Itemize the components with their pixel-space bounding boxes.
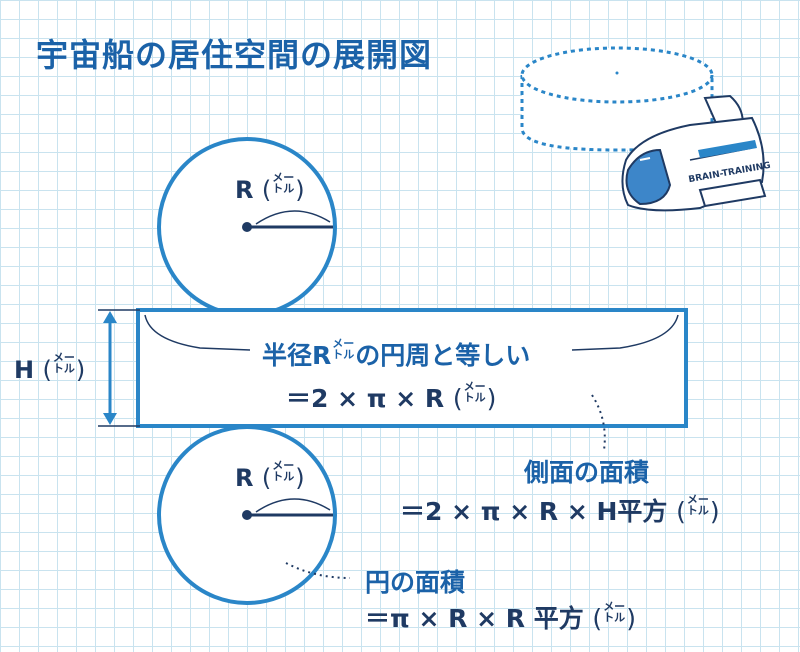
circumference-text-a: 半径R xyxy=(262,341,332,370)
height-paren-open: ( xyxy=(42,356,52,384)
bottom-paren-close: ) xyxy=(295,464,305,492)
bottom-radius-arc xyxy=(255,498,331,513)
side-area-paren-close: ) xyxy=(709,497,720,526)
height-unit: メートル xyxy=(53,352,75,374)
circumference-brace xyxy=(144,314,251,351)
bottom-center-dot xyxy=(242,510,252,520)
circumference-paren-close: ) xyxy=(486,384,497,413)
top-radius-letter: R xyxy=(235,176,254,204)
side-rectangle xyxy=(136,308,688,428)
bottom-paren-open: ( xyxy=(261,464,272,492)
circumference-unit-top: メー xyxy=(463,380,486,393)
side-area-unit-top: メー xyxy=(686,493,709,506)
top-paren-close: ) xyxy=(295,176,305,204)
spaceship-illustration xyxy=(621,94,767,212)
side-area-label: 側面の面積 xyxy=(524,458,650,487)
circumference-unit-bottom: トル xyxy=(463,391,486,404)
page-title: 宇宙船の居住空間の展開図 xyxy=(36,36,433,74)
bottom-unit-top: メー xyxy=(272,459,295,472)
top-radius-label: R (メートル) xyxy=(235,172,305,204)
circumference-paren-open: ( xyxy=(452,384,463,413)
circumference-ruby-bottom: トル xyxy=(332,348,355,361)
top-unit-top: メー xyxy=(272,171,295,184)
height-arrow-down xyxy=(103,413,117,425)
height-paren-close: ) xyxy=(75,356,86,384)
circle-area-unit-bottom: トル xyxy=(603,611,626,624)
side-area-unit-bottom: トル xyxy=(686,504,709,517)
top-unit-bottom: トル xyxy=(272,182,295,195)
circumference-unit: メートル xyxy=(464,381,486,403)
top-unit: メートル xyxy=(272,172,294,194)
circumference-text: 半径Rメートルの円周と等しい xyxy=(262,336,530,372)
circle-area-label: 円の面積 xyxy=(365,568,466,597)
bottom-radius-label: R (メートル) xyxy=(235,460,305,492)
top-radius-arc xyxy=(255,210,331,225)
height-arrow-up xyxy=(103,311,117,323)
circumference-ruby-top: メー xyxy=(332,337,355,350)
top-center-dot xyxy=(242,222,252,232)
circle-area-leader xyxy=(285,562,351,579)
side-area-formula: ＝2 × π × R × H平方 (メートル) xyxy=(400,492,720,528)
circle-area-formula-text: ＝π × R × R 平方 xyxy=(365,604,584,633)
circumference-formula: ＝2 × π × R (メートル) xyxy=(286,379,496,415)
top-paren-open: ( xyxy=(261,176,272,204)
circle-area-paren-open: ( xyxy=(592,604,603,633)
height-unit-top: メー xyxy=(52,351,75,364)
circle-area-unit-top: メー xyxy=(603,600,626,613)
height-unit-bottom: トル xyxy=(52,362,75,375)
bottom-unit-bottom: トル xyxy=(272,470,295,483)
circumference-brace-right xyxy=(571,314,679,351)
circle-area-paren-close: ) xyxy=(626,604,636,633)
circumference-ruby: メートル xyxy=(332,338,354,360)
side-area-paren-open: ( xyxy=(676,497,686,526)
circle-area-unit: メートル xyxy=(603,601,625,623)
side-area-formula-text: ＝2 × π × R × H平方 xyxy=(400,497,668,526)
circle-area-formula: ＝π × R × R 平方 (メートル) xyxy=(365,599,636,635)
height-letter: H xyxy=(14,356,35,384)
bottom-radius-letter: R xyxy=(235,464,254,492)
height-label: H (メートル) xyxy=(14,352,85,384)
side-area-unit: メートル xyxy=(687,494,709,516)
bottom-unit: メートル xyxy=(272,460,294,482)
circumference-text-b: の円周と等しい xyxy=(355,341,531,370)
circumference-formula-text: ＝2 × π × R xyxy=(286,384,445,413)
